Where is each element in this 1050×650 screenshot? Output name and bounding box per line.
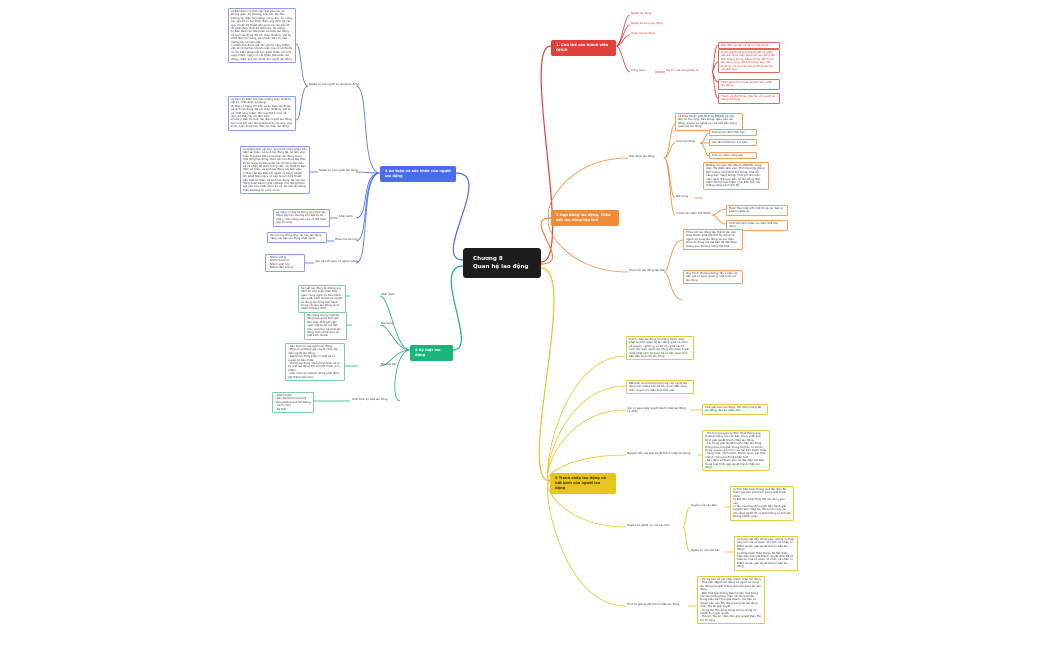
b3-node-khai-niem[interactable]: Khái niệm [339,214,353,218]
central-topic[interactable]: Chương 8 Quan hệ lao động [463,248,541,278]
branch-1-title[interactable]: 1. Chủ thể của thành viên QHLĐ [551,40,616,56]
b3-nsdld-duty-text-2[interactable]: d) Định kỳ kiểm tra, bảo dưỡng máy, thiế… [228,96,296,131]
b2-node-cham-dut[interactable]: Vi làm và chấm dứt HĐLĐ [676,211,711,215]
b5-node-quyen-nghia-vu[interactable]: Quyền và nghĩa vụ của các bên [627,523,670,527]
b2-node-loai-hd[interactable]: Loại hợp đồng [676,139,696,143]
b3-yeu-to-text[interactable]: - Nhóm vật lý - Nhóm hóa học - Nhóm sinh… [265,254,305,272]
b2-node-noi-dung[interactable]: Nội dung [676,194,689,198]
b4-hinh-thuc-text[interactable]: - Khiển trách - Kéo dài thời hạn nâng lư… [272,392,314,414]
b1-node-nguoi-su-dung[interactable]: Người sử dụng lao động [631,21,663,25]
central-topic-line2: Quan hệ lao động [473,264,529,270]
b3-node-nsdld-duty[interactable]: Nghĩa vụ của người sử dụng lao động [309,82,360,86]
b2-node-hop-dong[interactable]: Hợp đồng lao động [629,154,655,158]
b1-node-vai-tro[interactable]: Vai trò của công đoàn là [666,68,699,72]
b4-khai-niem-text[interactable]: Kỷ luật lao động là những quy định về vi… [298,285,346,313]
b3-nsdld-duty-text[interactable]: a) Bảo đảm nơi làm việc đạt yêu cầu về k… [228,8,296,64]
branch-3-title[interactable]: 3 An toàn và sức khỏe của người lao động [380,166,456,182]
b1-node-quan-he[interactable]: Quan hệ lao động [631,31,655,35]
b5-co-quan-text[interactable]: Hòa giải viên lao động, Hội đồng trọng t… [702,404,768,415]
b5-node-quyen[interactable]: Quyền của các bên [691,503,717,507]
b5-dinh-nghia-tranh-chap[interactable]: Tranh chấp lao động là những tranh chấp … [626,336,694,361]
b4-node-nguyen-tac[interactable]: Nguyên tắc [381,362,397,366]
b2-cham-dut-1[interactable]: Được thực hiện khi một trong các bên vi … [726,205,788,216]
branch-5-title[interactable]: 5 Tranh chấp lao động và bất bình của ng… [550,473,616,494]
b1-role-3[interactable]: Tham gia hỗ trợ giải quyết tranh chấp la… [718,79,780,90]
branch-2-title[interactable]: 2 Hợp đồng lao động, Thỏa ước lao động t… [551,210,619,226]
b5-node-nghia-vu[interactable]: Nghĩa vụ của các bên [691,548,721,552]
b5-trinh-tu-text[interactable]: - Thông báo và ghi nhận tranh chấp lao đ… [697,576,765,625]
b2-node-thoa-uoc[interactable]: Thỏa ước lao động tập thể [629,268,665,272]
b2-hd-definition[interactable]: Là thỏa thuận giữa NLĐ và NSDLĐ về việc … [675,113,743,131]
b3-phan-loai-text[interactable]: Tai nạn lao động nhẹ, tai nạn lao động n… [267,232,327,243]
b2-thoa-uoc-definition[interactable]: Thỏa ước lao động tập thể là văn bản thỏ… [683,229,743,251]
b5-node-nguyen-tac[interactable]: Nguyên tắc của giải quyết tranh chấp lao… [627,451,691,455]
b2-noi-dung-text[interactable]: Những chủ yếu: Tên địa chỉ NSDLĐ; Công v… [703,162,769,190]
branch-4-title[interactable]: 4 Kỷ luật lao động [410,345,453,361]
b4-node-khai-niem[interactable]: Khái niệm [381,292,395,296]
b1-role-2[interactable]: Tham gia thương lượng ký kết và giám sát… [718,49,780,74]
b5-quyen-text[interactable]: a) Trực tiếp hoặc thông qua đại diện để … [730,486,794,521]
b2-cham-dut-2[interactable]: Thời hạn tạm hoãn và chấm dứt hợp đồng [726,220,788,231]
connector-b5 [538,267,555,482]
connector-b4 [450,265,464,351]
b1-role-4[interactable]: Tham gia đối thoại, hợp tác với người sử… [718,93,780,104]
b3-node-yeu-to[interactable]: Các yếu tố nguy cơ nghề nghiệp [315,259,359,263]
b4-node-hinh-thuc[interactable]: Hình thức kỷ luật lao động [352,397,388,401]
b4-node-noi-dung[interactable]: Nội dung [381,321,394,325]
central-topic-line1: Chương 8 [473,256,503,262]
b2-loai-3[interactable]: Thời vụ, theo công việc [709,152,757,160]
b5-dinh-nghia-bat-binh[interactable]: Bất bình là sự không hài lòng của người … [626,380,694,395]
b4-noi-dung-text[interactable]: Nội dung của kỷ luật lao động bao gồm: t… [304,312,347,340]
b1-node-cong-doan[interactable]: Công đoàn [631,68,646,72]
b5-nghia-vu-text[interactable]: a) Cung cấp đầy đủ tài liệu, chứng cứ th… [734,536,798,571]
b5-node-trinh-tu[interactable]: Trình tự giải quyết tranh chấp lao động [627,602,680,606]
b3-node-nld-duty[interactable]: Nghĩa vụ của người lao động [319,168,358,172]
b5-node-co-quan[interactable]: Các cơ quan giải quyết tranh chấp lao độ… [627,406,687,414]
b1-node-nguoi-lao-dong[interactable]: Người lao động [631,11,652,15]
b3-nld-duty-text[interactable]: a) Chấp hành nội quy, quy trình, biện ph… [240,146,310,195]
b5-nguyen-tac-text[interactable]: - Tôn trọng quyền tự định đoạt thông qua… [702,430,770,472]
connector-b2 [540,217,554,265]
connector-b1 [540,45,554,263]
b1-role-1[interactable]: Bảo đảm quyền và lợi ích hợp pháp [718,42,780,50]
b4-nguyen-tac-text[interactable]: - Xác định lỗi của người lao động - Phải… [285,343,345,382]
b2-thoa-uoc-process[interactable]: Quy trình: thương lượng, lấy ý kiến, ký … [683,270,743,285]
b2-loai-2[interactable]: Xác định thời hạn 1-3 năm [709,139,757,147]
b2-loai-1[interactable]: Không xác định thời hạn [709,129,757,137]
connector-b3 [452,172,470,261]
b3-node-phan-loai[interactable]: Phân loại tai nạn [335,237,358,241]
b3-khai-niem-text[interactable]: Là nguy cơ xảy ra trong quá trình lao độ… [273,209,330,227]
